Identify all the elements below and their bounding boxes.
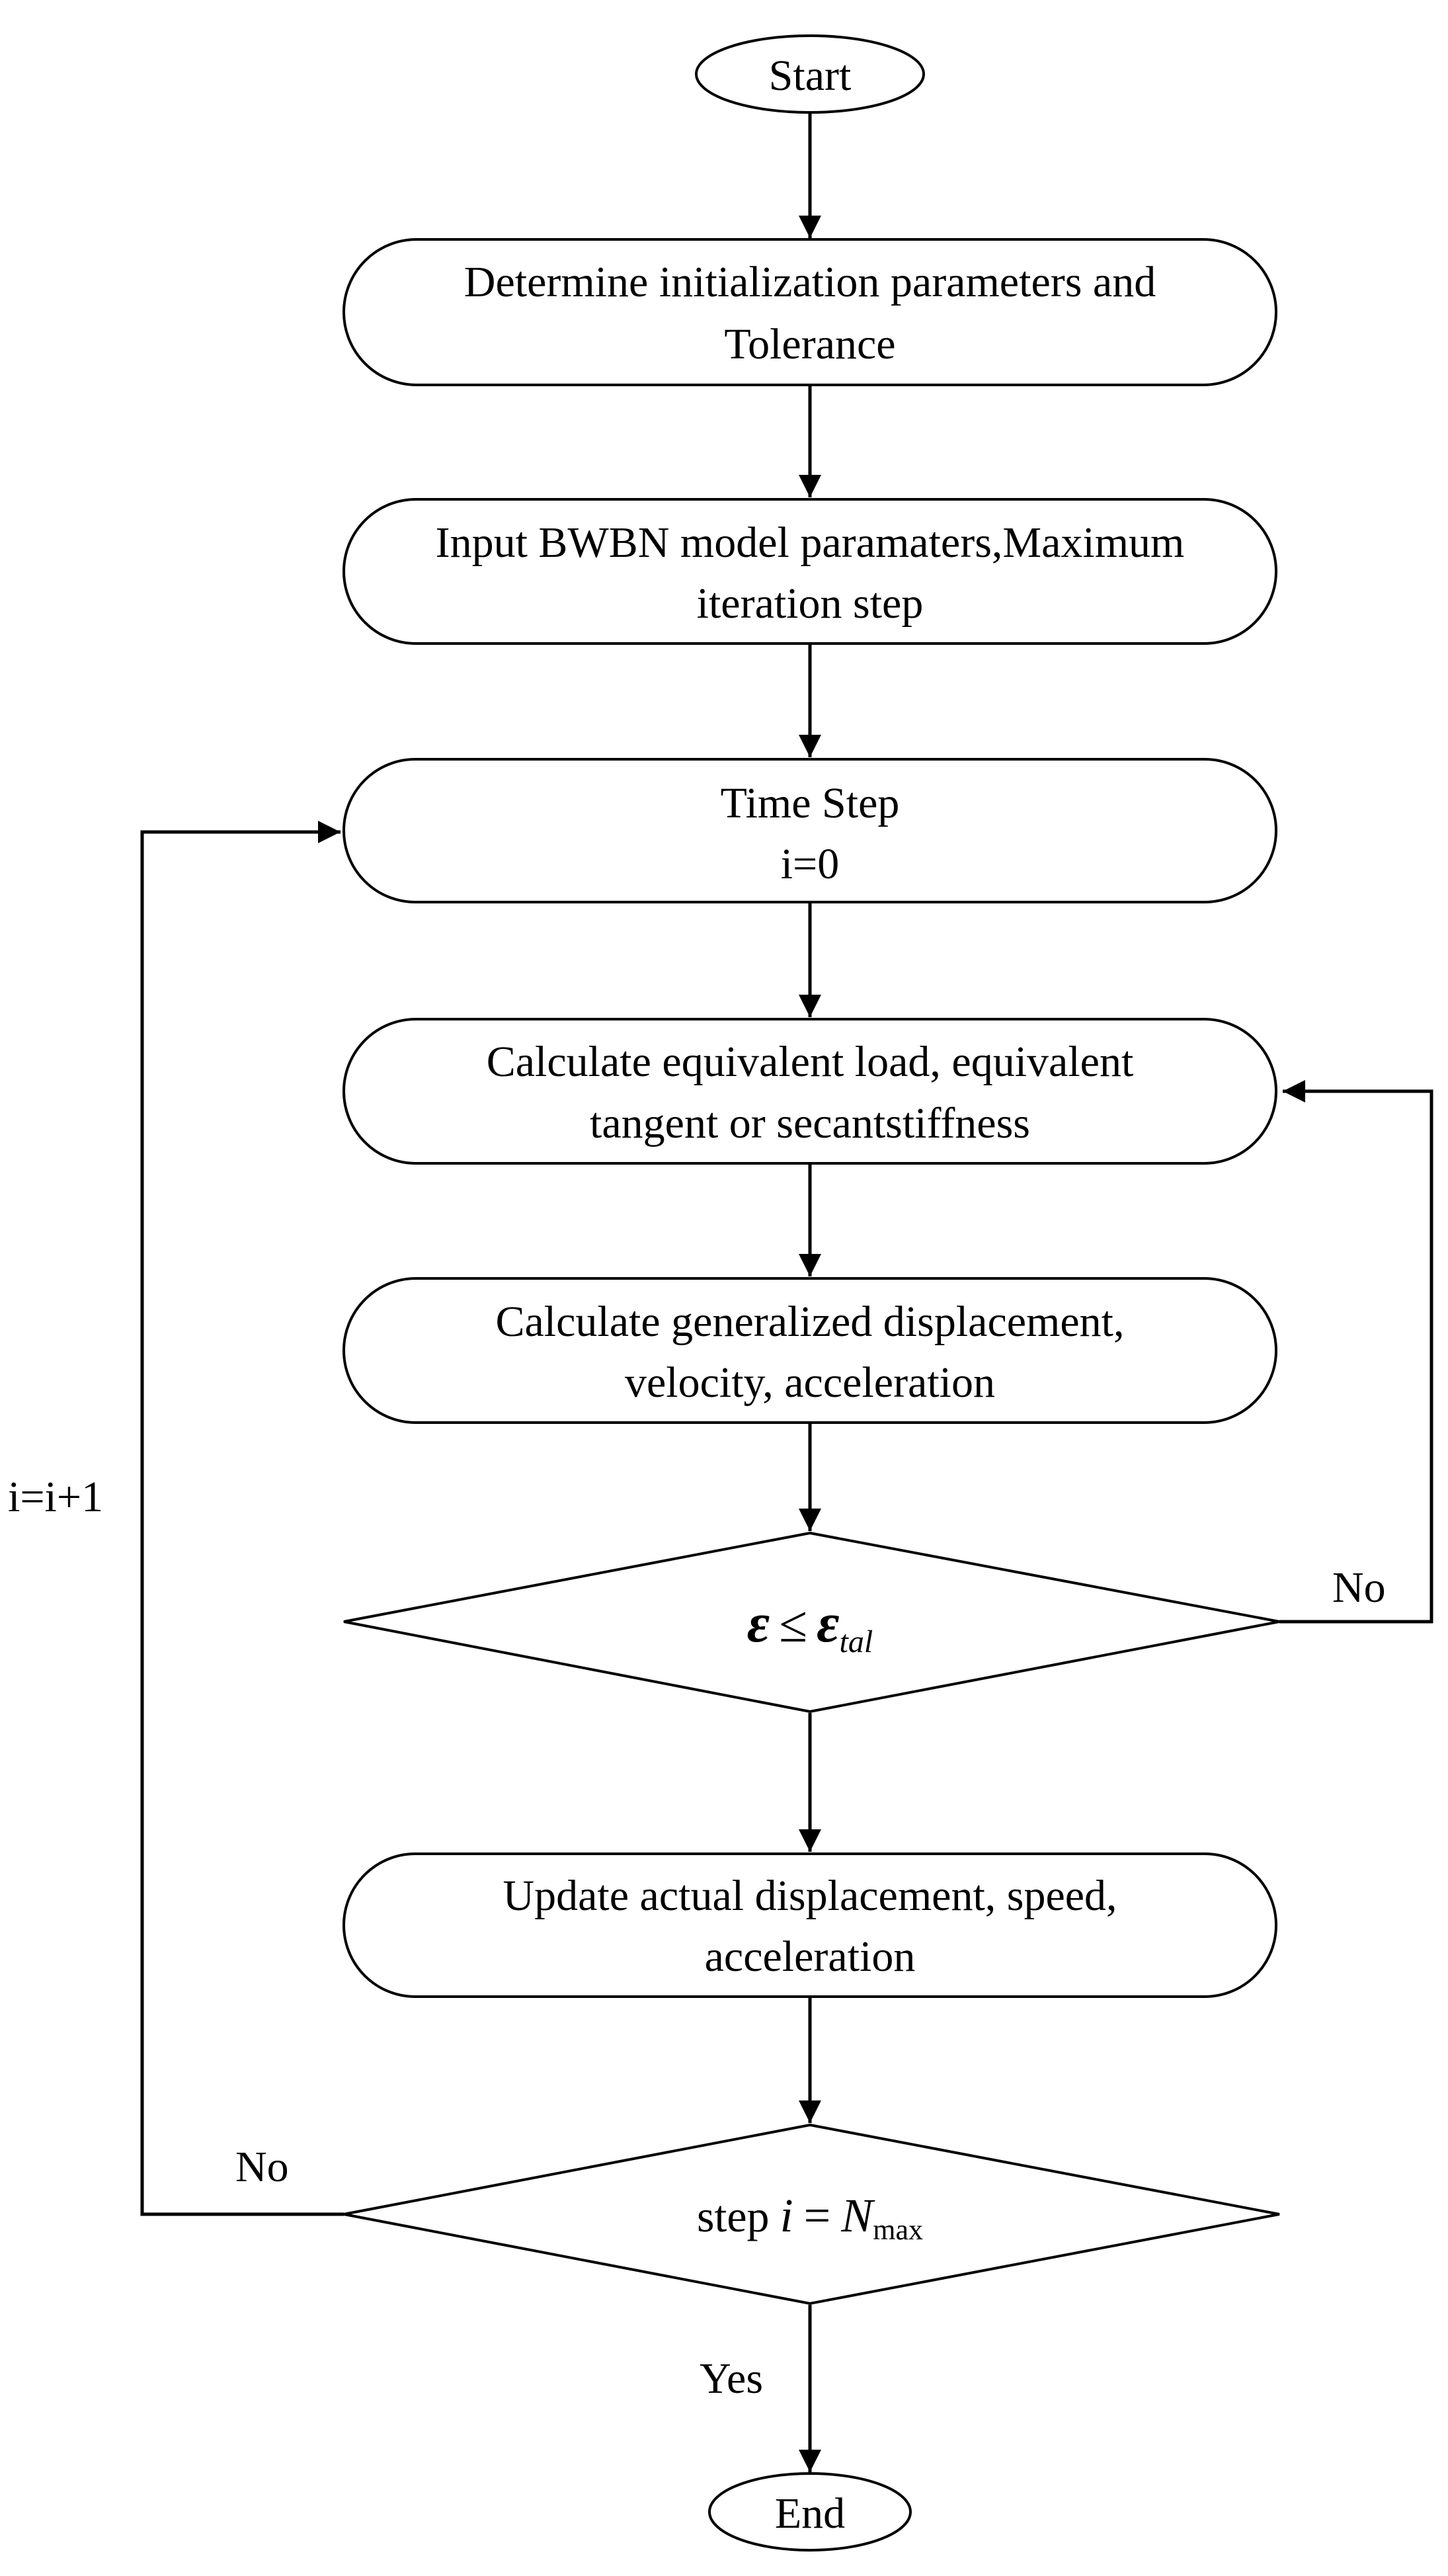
check-step-decision — [343, 2123, 1280, 2306]
time-step-label-line-1: Time Step — [721, 779, 900, 827]
tolerance-relation: ≤ — [779, 1595, 807, 1653]
update-process-box — [342, 1852, 1277, 1998]
node-end: End — [708, 2472, 912, 2552]
time-step-process-box — [342, 758, 1277, 903]
node-update: Update actual displacement, speed, accel… — [342, 1852, 1277, 1998]
node-input: Input BWBN model paramaters,Maximum iter… — [342, 498, 1277, 645]
node-init: Determine initialization parameters and … — [342, 238, 1277, 386]
check-tolerance-decision — [343, 1531, 1280, 1714]
tolerance-subscript: tal — [840, 1624, 873, 1659]
flow-connectors — [140, 112, 1433, 2472]
end-terminator — [708, 2472, 912, 2552]
edge-checktol-no-loop — [1279, 1080, 1433, 1624]
calc-disp-process-box — [342, 1277, 1277, 1424]
edge-label-step-yes: Yes — [700, 2354, 763, 2403]
tolerance-epsilon-limit: ε — [817, 1593, 839, 1654]
calc-load-process-box — [342, 1018, 1277, 1165]
node-calc-disp: Calculate generalized displacement, velo… — [342, 1277, 1277, 1424]
step-subscript: max — [873, 2214, 923, 2246]
init-process-box — [342, 238, 1277, 386]
node-calc-load: Calculate equivalent load, equivalent ta… — [342, 1018, 1277, 1165]
update-label-line-1: Update actual displacement, speed, — [503, 1872, 1117, 1920]
input-label-line-2: iteration step — [697, 579, 924, 628]
edge-label-increment: i=i+1 — [8, 1473, 103, 1521]
calc-disp-label-line-2: velocity, acceleration — [625, 1358, 995, 1407]
node-time-step: Time Step i=0 — [342, 758, 1277, 903]
calc-disp-label-line-1: Calculate generalized displacement, — [495, 1298, 1124, 1346]
calc-load-label-line-1: Calculate equivalent load, equivalent — [487, 1038, 1134, 1086]
edge-label-tol-no: No — [1332, 1563, 1386, 1612]
init-label-line-1: Determine initialization parameters and — [464, 258, 1156, 306]
step-var: i — [780, 2189, 793, 2242]
node-start: Start — [695, 34, 925, 114]
input-label-line-1: Input BWBN model paramaters,Maximum — [436, 519, 1185, 567]
end-label: End — [775, 2489, 845, 2538]
calc-load-label-line-2: tangent or secantstiffness — [590, 1099, 1030, 1147]
start-terminator — [695, 34, 925, 114]
tolerance-epsilon: ε — [747, 1593, 770, 1654]
init-label-line-2: Tolerance — [724, 320, 895, 368]
step-prefix: step — [697, 2191, 770, 2241]
edge-label-step-no: No — [235, 2143, 289, 2191]
step-relation: = — [804, 2189, 831, 2242]
input-process-box — [342, 498, 1277, 645]
edge-checkstep-no-loop — [140, 821, 344, 2216]
update-label-line-2: acceleration — [705, 1932, 916, 1981]
time-step-label-line-2: i=0 — [781, 840, 840, 888]
check-tolerance-condition: ε≤εtal — [747, 1593, 873, 1659]
start-label: Start — [769, 52, 852, 100]
step-rhs: N — [840, 2189, 875, 2242]
node-check-tolerance: ε≤εtal — [343, 1531, 1280, 1714]
